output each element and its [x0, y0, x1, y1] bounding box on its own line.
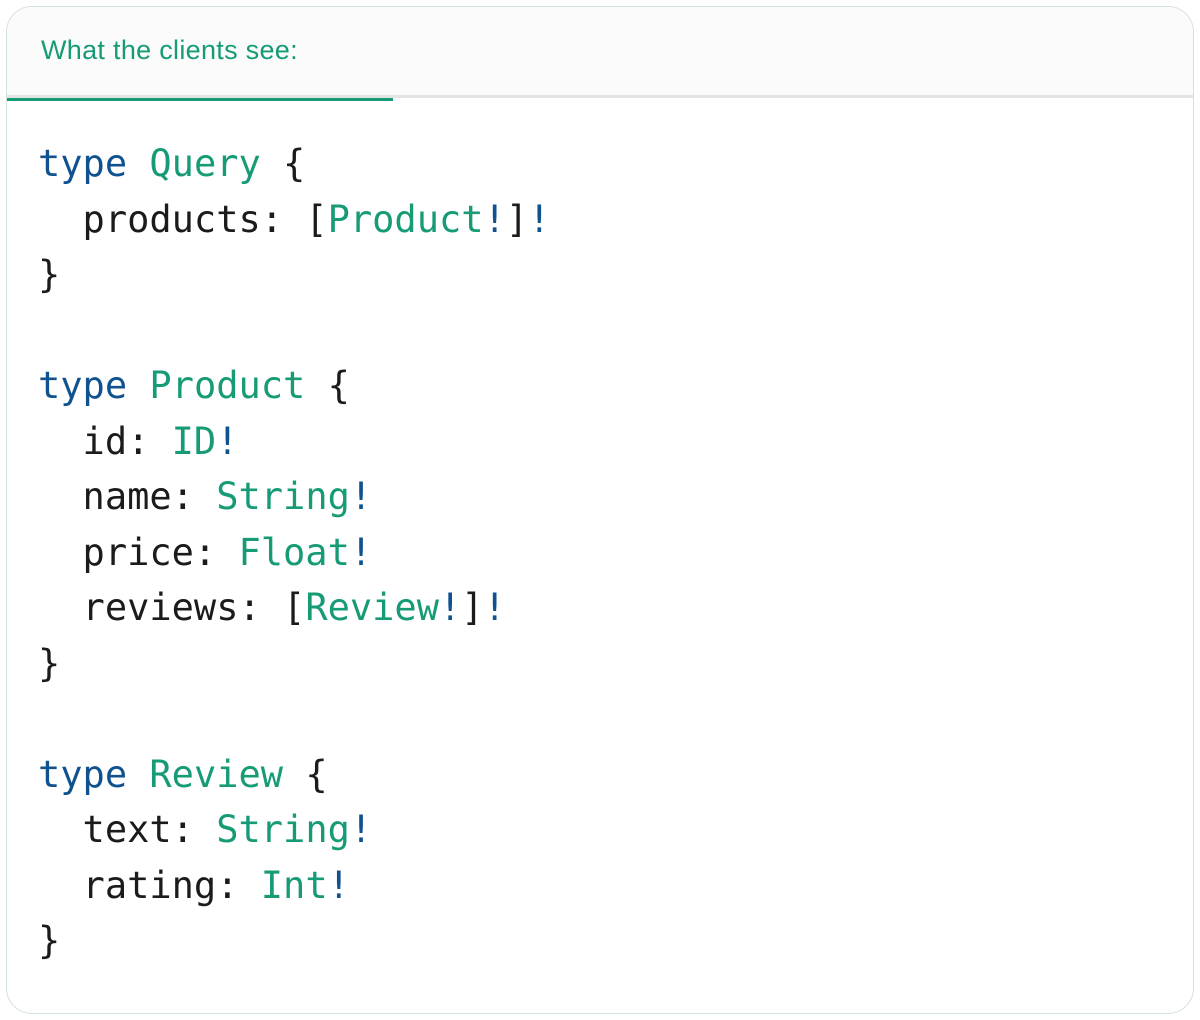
code-token: ]	[461, 586, 484, 629]
tab-what-clients-see[interactable]: What the clients see:	[7, 7, 298, 95]
code-line: id: ID!	[38, 414, 1193, 470]
code-token: Product	[149, 364, 306, 407]
code-token: reviews: [	[38, 586, 306, 629]
code-token: !	[483, 586, 506, 629]
code-token: !	[349, 808, 373, 851]
code-token: !	[438, 586, 462, 629]
code-token: {	[283, 752, 328, 796]
code-token: ]	[505, 197, 529, 241]
code-token: }	[38, 641, 61, 685]
code-token: {	[260, 142, 306, 185]
code-token: Int	[260, 863, 328, 907]
code-token: text:	[38, 808, 217, 851]
code-token: }	[38, 253, 61, 296]
code-line	[38, 303, 1193, 359]
code-token: products: [	[38, 197, 328, 241]
code-token: Query	[149, 142, 261, 185]
code-token: Float	[238, 530, 350, 574]
code-token: {	[305, 364, 350, 407]
schema-code-block: type Query { products: [Product!]!}type …	[7, 98, 1193, 969]
code-line	[38, 691, 1193, 747]
code-token	[127, 753, 149, 796]
code-token: !	[528, 197, 551, 241]
code-token: !	[216, 419, 239, 463]
code-token	[127, 364, 149, 407]
code-line: }	[38, 636, 1193, 692]
code-token: name:	[38, 475, 217, 518]
code-token	[127, 142, 149, 185]
tab-bar: What the clients see:	[7, 7, 1193, 101]
code-line: text: String!	[38, 802, 1193, 858]
code-line: }	[38, 913, 1193, 969]
code-token: type	[38, 752, 128, 796]
code-line: rating: Int!	[38, 858, 1193, 914]
code-token: type	[38, 142, 128, 185]
code-line: }	[38, 247, 1193, 303]
code-token: id:	[38, 419, 172, 463]
code-token: !	[349, 475, 373, 518]
code-line: price: Float!	[38, 525, 1193, 581]
code-line: products: [Product!]!	[38, 192, 1193, 248]
code-token: Review	[149, 752, 284, 796]
code-token: price:	[38, 530, 239, 574]
code-token: type	[38, 364, 128, 407]
code-line: type Review {	[38, 747, 1193, 803]
code-line: reviews: [Review!]!	[38, 580, 1193, 636]
code-line: type Product {	[38, 358, 1193, 414]
code-token: Product	[327, 197, 484, 241]
code-token: String	[216, 808, 350, 851]
code-token: }	[38, 919, 61, 962]
schema-card: What the clients see: type Query { produ…	[6, 6, 1194, 1014]
tab-label: What the clients see:	[41, 34, 298, 65]
code-line: type Query {	[38, 136, 1193, 192]
code-token: !	[327, 863, 350, 907]
code-token: Review	[305, 586, 439, 629]
code-token: !	[349, 530, 373, 574]
code-line: name: String!	[38, 469, 1193, 525]
code-token: ID	[171, 419, 217, 463]
code-token: !	[483, 197, 506, 241]
code-token: rating:	[38, 863, 261, 907]
code-token: String	[216, 475, 350, 518]
active-tab-underline	[7, 98, 393, 101]
